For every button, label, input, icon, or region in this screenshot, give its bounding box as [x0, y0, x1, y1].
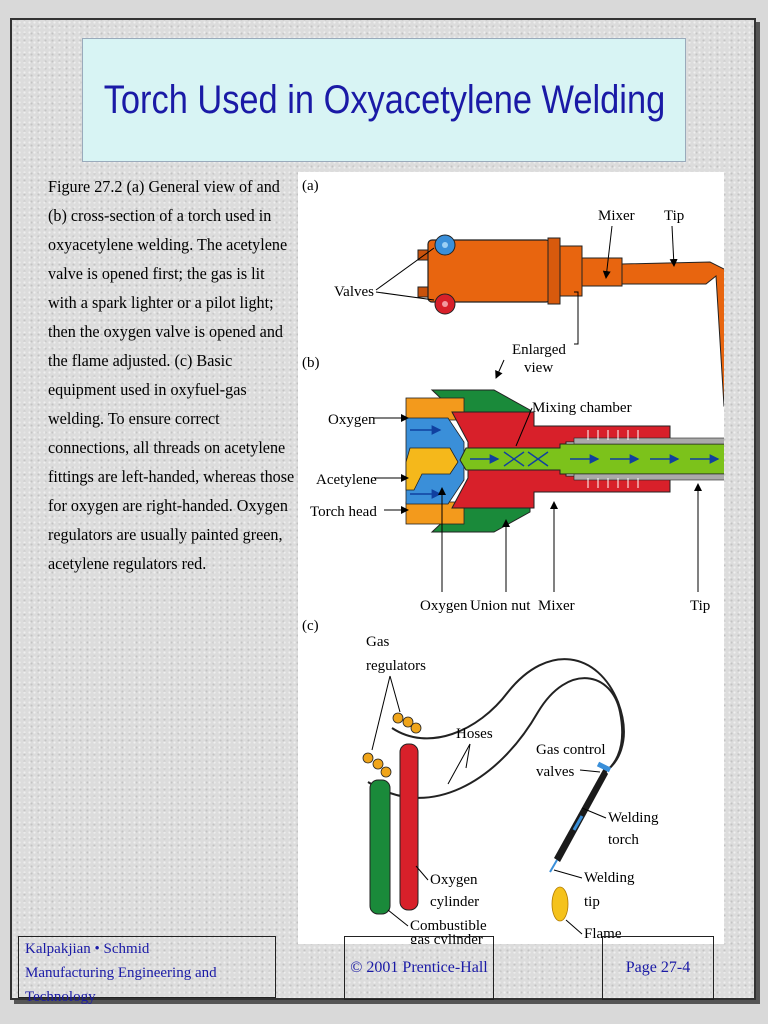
welding-equipment	[362, 658, 625, 922]
label-mixer-b: Mixer	[538, 598, 575, 614]
label-welding-torch-2: torch	[608, 832, 639, 848]
label-combustible-1: Combustible	[410, 918, 487, 934]
figure-panel: (a) Mixer Ti	[298, 172, 724, 944]
torch-general-view	[417, 234, 724, 407]
part-c-tag: (c)	[302, 618, 319, 634]
figure-caption: Figure 27.2 (a) General view of and (b) …	[48, 177, 295, 573]
slide: Torch Used in Oxyacetylene Welding Figur…	[10, 18, 756, 1000]
label-union-nut: Union nut	[470, 598, 531, 614]
footer-page-number: Page 27-4	[625, 959, 691, 976]
label-enlarged-1: Enlarged	[512, 342, 566, 358]
label-tip-b: Tip	[690, 598, 710, 614]
label-flame: Flame	[584, 926, 622, 942]
part-a-tag: (a)	[302, 178, 319, 194]
label-gas-regulators-2: regulators	[366, 658, 426, 674]
part-b-tag: (b)	[302, 355, 320, 371]
slide-title: Torch Used in Oxyacetylene Welding	[103, 77, 665, 122]
torch-cross-section	[405, 389, 724, 533]
label-oxygen-b: Oxygen	[328, 412, 376, 428]
label-torch-head: Torch head	[310, 504, 377, 520]
label-mixing-chamber: Mixing chamber	[532, 400, 632, 416]
label-welding-tip-1: Welding	[584, 870, 635, 886]
torch-figure: (a) Mixer Ti	[302, 178, 724, 944]
label-mixer-a: Mixer	[598, 208, 635, 224]
label-enlarged-2: view	[524, 360, 553, 376]
footer-book-title: Manufacturing Engineering and Technology	[25, 965, 217, 1005]
title-box: Torch Used in Oxyacetylene Welding	[82, 38, 686, 162]
footer-copyright-box: © 2001 Prentice-Hall	[344, 936, 494, 1000]
label-tip-a: Tip	[664, 208, 684, 224]
footer-authors-box: Kalpakjian • Schmid Manufacturing Engine…	[18, 936, 276, 1005]
label-hoses: Hoses	[456, 726, 493, 742]
label-combustible-2: gas cylinder	[410, 932, 483, 944]
label-oxygen-bottom: Oxygen	[420, 598, 468, 614]
label-gas-regulators-1: Gas	[366, 634, 389, 650]
label-gas-control-2: valves	[536, 764, 574, 780]
label-welding-tip-2: tip	[584, 894, 600, 910]
footer-page-box: Page 27-4	[602, 936, 714, 1000]
footer-authors: Kalpakjian • Schmid	[25, 941, 150, 957]
label-gas-control-1: Gas control	[536, 742, 606, 758]
label-valves: Valves	[334, 284, 374, 300]
label-oxygen-cylinder-2: cylinder	[430, 894, 479, 910]
label-welding-torch-1: Welding	[608, 810, 659, 826]
label-acetylene: Acetylene	[316, 472, 377, 488]
label-oxygen-cylinder-1: Oxygen	[430, 872, 478, 888]
footer-copyright: © 2001 Prentice-Hall	[350, 959, 488, 976]
